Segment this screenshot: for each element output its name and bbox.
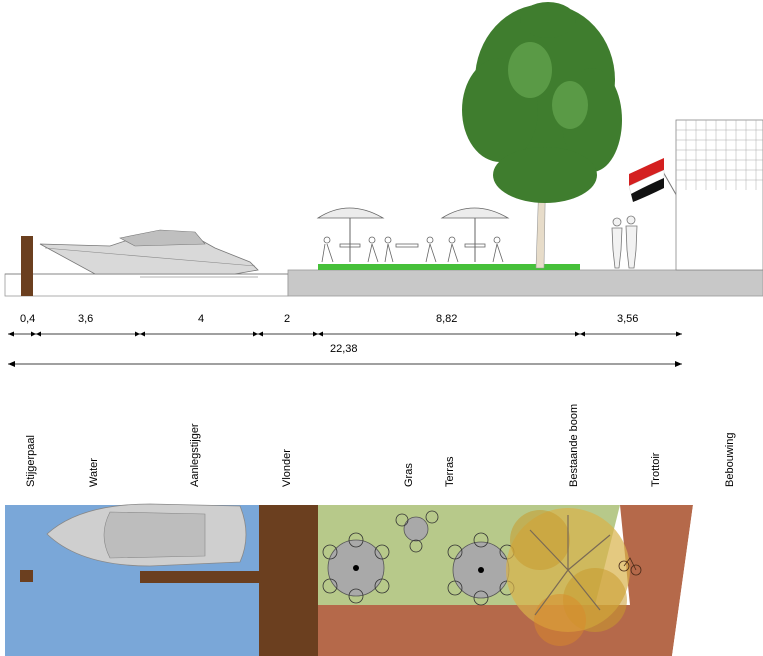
grass-strip-section	[318, 264, 580, 270]
existing-tree-section	[462, 2, 622, 269]
flag-section	[628, 158, 683, 206]
zone-label-vlonder: Vlonder	[281, 449, 293, 487]
existing-tree-plan	[506, 508, 630, 646]
zone-labels: Stijgerpaal Water Aanlegstijger Vlonder …	[25, 404, 736, 487]
boat-plan	[46, 503, 247, 567]
parasol-section-2	[440, 207, 510, 262]
section-view	[4, 2, 763, 297]
table-set-3-plan	[447, 532, 515, 606]
dim-label-trottoir: 3,56	[617, 313, 638, 325]
zone-label-water: Water	[88, 458, 100, 487]
dimension-lines	[8, 331, 682, 367]
mooring-pole-section	[21, 236, 33, 296]
mooring-pole-plan	[20, 570, 33, 582]
table-set-2-plan	[395, 510, 439, 553]
ground-section	[287, 269, 763, 297]
bicycle-plan	[618, 557, 642, 576]
dim-label-aanlegstijger: 4	[198, 313, 204, 325]
vlonder-plan	[259, 505, 318, 656]
jetty-plan	[140, 571, 259, 583]
dim-label-stijgerpaal: 0,4	[20, 313, 35, 325]
zone-label-stijgerpaal: Stijgerpaal	[25, 435, 37, 487]
zone-label-aanlegstijger: Aanlegstijger	[189, 423, 201, 487]
zone-label-terras: Terras	[444, 456, 456, 487]
dim-label-vlonder: 2	[284, 313, 290, 325]
boat-section	[39, 229, 259, 275]
pedestrians-section	[611, 215, 638, 269]
zone-label-bebouwing: Bebouwing	[724, 433, 736, 487]
parasol-section-1	[316, 207, 385, 262]
plan-view	[5, 503, 763, 656]
dim-label-total: 22,38	[330, 343, 358, 355]
bebouwing-plan	[672, 505, 763, 656]
zone-label-gras: Gras	[403, 463, 415, 487]
dimension-labels: 0,4 3,6 4 2 8,82 3,56 22,38	[20, 313, 638, 355]
zone-label-trottoir: Trottoir	[650, 452, 662, 487]
zone-label-bestaande-boom: Bestaande boom	[568, 404, 580, 487]
building-section	[675, 119, 763, 271]
dim-label-gras-terras: 8,82	[436, 313, 457, 325]
dim-label-water: 3,6	[78, 313, 93, 325]
terrace-people-section	[321, 236, 504, 263]
table-set-1-plan	[322, 532, 390, 604]
